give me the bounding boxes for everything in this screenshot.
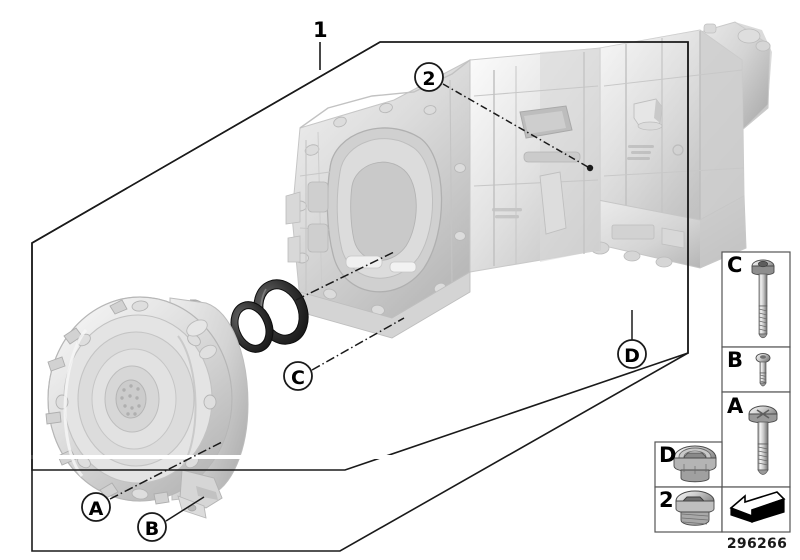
- legend-label-c: C: [727, 253, 743, 277]
- direction-arrow-icon: [729, 491, 786, 523]
- leader-line-c-lower: [311, 317, 405, 371]
- flanged-nut-icon: [673, 445, 717, 483]
- callout-c[interactable]: C: [283, 361, 313, 391]
- callout-c-label: C: [291, 367, 305, 389]
- callout-2-label: 2: [422, 68, 435, 90]
- callout-b[interactable]: B: [137, 512, 167, 542]
- torque-converter: [45, 296, 249, 519]
- transmission-housing: [285, 21, 772, 339]
- leader-line-c-upper: [295, 251, 395, 301]
- legend-cell-b[interactable]: [721, 346, 791, 393]
- callout-b-label: B: [145, 518, 159, 540]
- callout-2[interactable]: 2: [414, 62, 444, 92]
- pan-head-bolt-medium-icon: [748, 405, 778, 475]
- leader-endpoint-2: [586, 164, 594, 172]
- figure-part-number: 296266: [726, 536, 788, 552]
- pan-head-bolt-small-icon: [755, 352, 771, 387]
- legend-label-d: D: [659, 443, 677, 467]
- leader-line-2: [442, 83, 589, 168]
- callout-d[interactable]: D: [617, 339, 647, 369]
- leader-line-b: [165, 496, 205, 522]
- assembly-bounding-box-correction: [0, 455, 800, 459]
- leader-line-a: [109, 441, 223, 500]
- assembly-frame: [31, 41, 689, 552]
- hex-socket-plug-icon: [675, 490, 715, 526]
- socket-head-bolt-long-icon: [751, 259, 775, 339]
- legend-label-2: 2: [659, 488, 674, 512]
- callout-a[interactable]: A: [81, 492, 111, 522]
- callout-a-label: A: [89, 498, 104, 520]
- seal-ring-small: [230, 301, 274, 353]
- legend-label-a: A: [727, 394, 744, 418]
- bellhousing-bore: [326, 127, 443, 293]
- callout-1-label: 1: [313, 18, 328, 42]
- callout-d-label: D: [624, 345, 640, 367]
- legend-label-b: B: [727, 348, 744, 372]
